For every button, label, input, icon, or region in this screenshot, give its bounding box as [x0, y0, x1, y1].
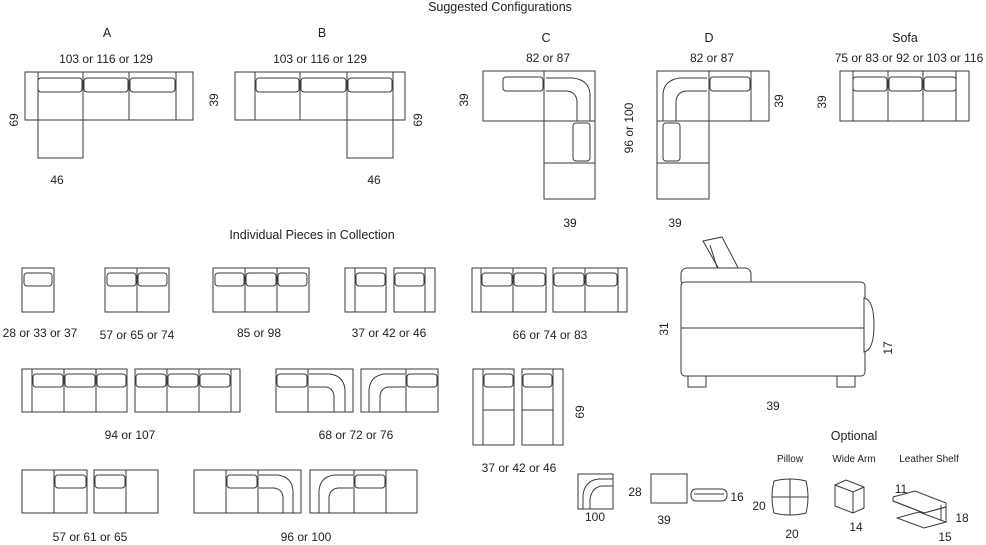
wide-arm-width: 14 [849, 520, 863, 534]
config-c-bottom: 39 [563, 216, 577, 230]
leather-shelf-dim-b: 18 [955, 511, 969, 525]
piece-8-drawing [472, 368, 564, 446]
sofa-width: 75 or 83 or 92 or 103 or 116 [835, 51, 984, 65]
config-c-drawing [482, 70, 596, 200]
config-c-width: 82 or 87 [526, 51, 570, 65]
config-d-depth: 39 [772, 94, 786, 108]
piece-4-drawing [344, 267, 436, 313]
config-a-depth: 69 [7, 113, 21, 127]
wide-arm-drawing [834, 479, 865, 514]
pillow-width: 20 [785, 527, 799, 541]
piece-2-width: 57 or 65 or 74 [100, 328, 175, 342]
side-view-arm-height: 17 [881, 341, 895, 355]
config-d-title: D [704, 31, 713, 45]
piece-10-drawing [193, 469, 418, 514]
piece-9-width: 57 or 61 or 65 [53, 530, 128, 544]
piece-5-drawing [471, 267, 628, 313]
piece-7-width: 68 or 72 or 76 [319, 428, 394, 442]
ottoman-width: 39 [657, 513, 671, 527]
config-c-depth: 39 [457, 93, 471, 107]
config-b-title: B [318, 26, 326, 40]
piece-5-width: 66 or 74 or 83 [513, 328, 588, 342]
low-ottoman-height: 16 [730, 490, 744, 504]
sofa-drawing [839, 70, 970, 122]
individual-pieces-heading: Individual Pieces in Collection [229, 228, 394, 242]
pillow-label: Pillow [777, 454, 804, 465]
piece-10-width: 96 or 100 [281, 530, 332, 544]
piece-9-drawing [21, 469, 159, 514]
low-ottoman-drawing [690, 488, 728, 502]
config-b-width: 103 or 116 or 129 [273, 52, 367, 66]
config-b-chaise: 46 [367, 173, 381, 187]
pillow-drawing [771, 478, 809, 516]
config-b-drawing [234, 71, 406, 159]
sofa-title: Sofa [892, 31, 918, 45]
config-d-width: 82 or 87 [690, 51, 734, 65]
side-view-height: 31 [657, 322, 671, 336]
config-a-chaise: 46 [50, 173, 64, 187]
corner-table-drawing [577, 473, 614, 510]
ottoman-drawing [650, 473, 688, 504]
leather-shelf-dim-c: 15 [938, 530, 952, 544]
piece-6-width: 94 or 107 [105, 428, 156, 442]
leather-shelf-dim-a: 11 [895, 482, 908, 496]
config-d-drawing [656, 70, 770, 200]
piece-4-width: 37 or 42 or 46 [352, 326, 427, 340]
config-b-depth: 69 [411, 113, 425, 127]
side-view-depth: 39 [766, 399, 780, 413]
piece-1-drawing [21, 267, 55, 313]
optional-heading: Optional [831, 429, 878, 443]
piece-8-depth: 69 [573, 405, 587, 419]
leather-shelf-label: Leather Shelf [899, 454, 959, 465]
piece-2-drawing [104, 267, 170, 313]
wide-arm-label: Wide Arm [832, 454, 875, 465]
config-b-left-depth: 39 [207, 93, 221, 107]
piece-8-width: 37 or 42 or 46 [482, 461, 557, 475]
piece-1-width: 28 or 33 or 37 [3, 326, 78, 340]
piece-6-drawing [21, 368, 241, 413]
corner-width: 100 [585, 510, 605, 524]
config-c-title: C [541, 31, 550, 45]
piece-7-drawing [275, 368, 439, 413]
piece-3-width: 85 or 98 [237, 326, 281, 340]
piece-3-drawing [212, 267, 310, 313]
config-d-bottom: 39 [668, 216, 682, 230]
pillow-height: 20 [752, 499, 766, 513]
config-d-side: 96 or 100 [622, 102, 636, 153]
config-a-drawing [24, 71, 194, 159]
ottoman-height: 28 [628, 485, 642, 499]
leather-shelf-drawing [892, 490, 948, 529]
suggested-configurations-heading: Suggested Configurations [428, 0, 572, 14]
config-a-title: A [103, 26, 112, 40]
config-a-width: 103 or 116 or 129 [59, 52, 153, 66]
sofa-depth: 39 [815, 95, 829, 109]
side-view-drawing [680, 236, 875, 388]
